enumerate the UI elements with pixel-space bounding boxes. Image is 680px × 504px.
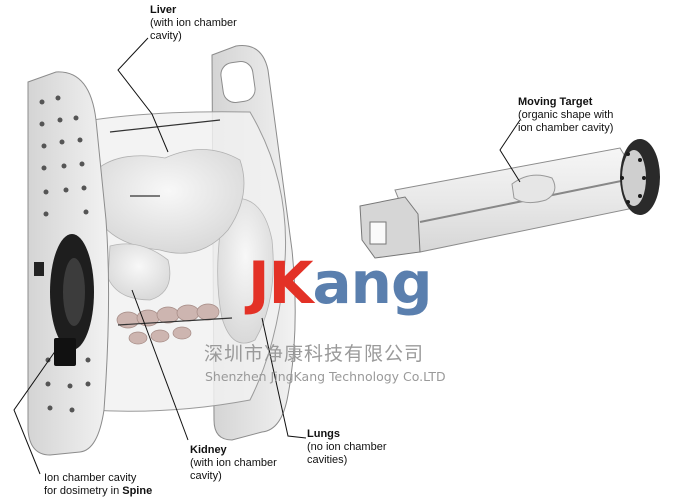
liver-label-detail-1: (with ion chamber — [150, 17, 237, 29]
kidney-label-title: Kidney — [190, 444, 227, 456]
watermark-logo: JKang — [248, 252, 432, 314]
kidney-organ — [107, 243, 171, 301]
moving-target-organ — [511, 174, 556, 204]
lungs-label-title: Lungs — [307, 428, 340, 440]
moving-target-label-title: Moving Target — [518, 96, 593, 108]
moving-target-assembly — [359, 139, 660, 259]
flange-inner — [622, 150, 646, 206]
watermark-logo-k: K — [268, 249, 314, 317]
spine-vertebrae — [116, 303, 220, 345]
kidney-leader — [131, 289, 189, 441]
moving-target-label-detail-1: (organic shape with — [518, 109, 614, 121]
flange-bolts — [620, 152, 646, 204]
liver-label-title: Liver — [150, 4, 177, 16]
kidney-label-detail-2: cavity) — [190, 470, 222, 482]
kidney-label: Kidney (with ion chamber cavity) — [190, 444, 277, 483]
moving-target-leader — [499, 119, 521, 183]
front-ring-inner — [63, 258, 85, 326]
watermark-logo-rest: ang — [312, 249, 433, 317]
moving-target-label: Moving Target (organic shape with ion ch… — [518, 96, 613, 135]
lungs-label: Lungs (no ion chamber cavities) — [307, 428, 387, 467]
kidney-label-detail-1: (with ion chamber — [190, 457, 277, 469]
thorax-phantom — [27, 45, 296, 456]
watermark-company-en: Shenzhen JingKang Technology Co.LTD — [205, 369, 446, 384]
watermark-logo-j: J — [248, 249, 270, 317]
spine-label: Ion chamber cavity for dosimetry in Spin… — [44, 472, 152, 498]
end-block-opening — [369, 221, 387, 245]
ion-chamber-rods — [109, 119, 233, 326]
moving-target-label-detail-2: ion chamber cavity) — [518, 122, 614, 134]
leader-lines — [13, 37, 521, 475]
side-knob — [34, 262, 44, 276]
spine-label-line-2-prefix: for dosimetry in — [44, 485, 123, 497]
spine-connector-block — [54, 338, 76, 366]
liver-label: Liver (with ion chamber cavity) — [150, 4, 237, 43]
spine-leader — [13, 349, 57, 475]
lungs-label-detail-2: cavities) — [307, 454, 348, 466]
spine-label-line-1: Ion chamber cavity — [44, 472, 137, 484]
watermark-company-cn: 深圳市净康科技有限公司 — [204, 343, 425, 365]
spine-label-line-2-bold: Spine — [122, 485, 153, 497]
lungs-organ — [217, 198, 274, 344]
lungs-label-detail-1: (no ion chamber — [307, 441, 387, 453]
lungs-leader — [261, 317, 307, 439]
liver-label-detail-2: cavity) — [150, 30, 182, 42]
back-frame-handle — [220, 61, 256, 103]
liver-leader — [117, 37, 169, 153]
